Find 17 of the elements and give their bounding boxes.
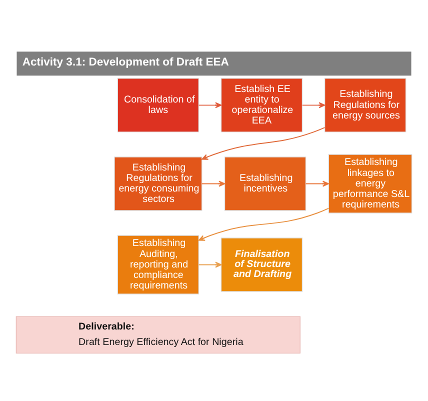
node-box: Finalisation of Structure and Drafting <box>220 237 303 292</box>
node-box: Establishing incentives <box>224 156 306 210</box>
node-box: Establish EE entity to operationalize EEA <box>220 78 303 132</box>
node-box: Establishing linkages to energy performance S&L requirements <box>328 154 412 213</box>
diagram-title: Activity 3.1: Development of Draft EEA <box>22 56 229 68</box>
node-box: Establishing Regulations for energy sources <box>324 78 406 132</box>
arrow <box>305 180 329 186</box>
arrow <box>198 207 330 240</box>
arrow <box>198 102 222 108</box>
node-box: Consolidation of laws <box>117 78 200 132</box>
node-box: Establishing Regulations for energy consuming sectors <box>114 156 202 210</box>
arrow <box>198 261 222 268</box>
node-box: Deliverable: Draft Energy Efficiency Act for Nigeria <box>16 316 300 354</box>
arrow <box>202 126 326 160</box>
arrow <box>201 180 226 186</box>
node-box: Establishing Auditing, reporting and compliance requirements <box>117 234 200 294</box>
arrow <box>302 102 326 108</box>
